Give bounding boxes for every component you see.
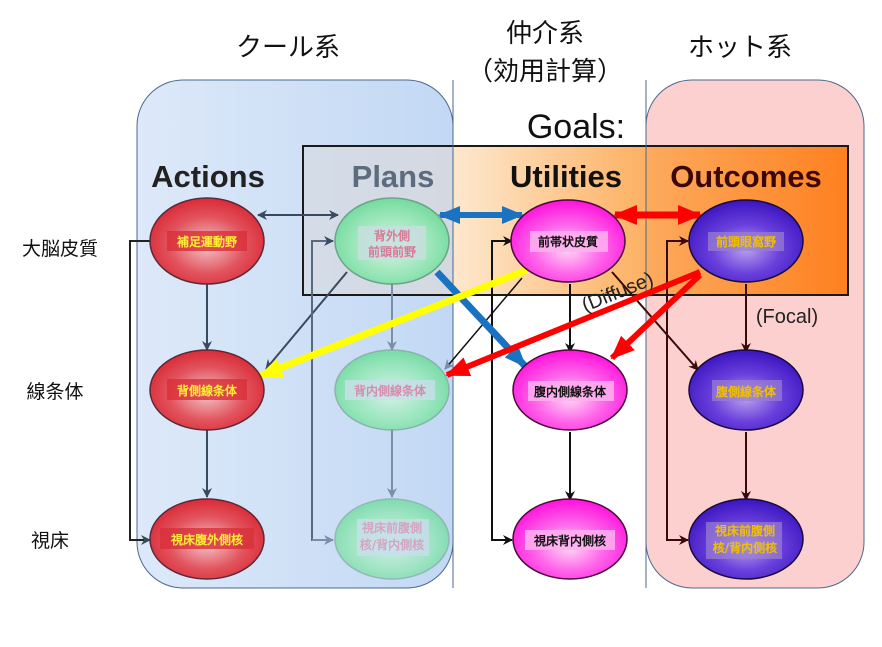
node-mediodorsal-thalamus[interactable]: 視床背内側核 [512,498,628,580]
actions-thalamocortical-loop [129,240,151,545]
node-plans-thalamus[interactable]: 視床前腹側 核/背内側核 [334,498,450,580]
column-utilities: Utilities [510,159,622,194]
node-label: 背側線条体 [177,383,238,398]
node-label-line1: 背外側 [374,228,410,243]
row-label-thalamus: 視床 [31,530,69,552]
node-orbitofrontal-cortex[interactable]: 前頭眼窩野 [688,199,804,283]
node-ventral-striatum[interactable]: 腹側線条体 [688,349,804,431]
node-label-line1: 視床前腹側 [361,520,422,535]
node-label: 視床腹外側核 [170,532,243,547]
node-label: 視床背内側核 [533,533,606,548]
node-label: 前帯状皮質 [538,234,598,249]
arrow-plans-cortex-to-dorsal-striatum [265,271,348,370]
column-outcomes: Outcomes [670,159,822,194]
goals-label: Goals: [527,108,625,146]
node-label: 背内側線条体 [354,383,427,398]
column-plans: Plans [352,159,435,194]
node-label-line2: 核/背内側核 [360,537,424,552]
node-label: 前頭眼窩野 [716,234,776,249]
yellow-arrow-acc-to-dorsal-striatum [258,266,529,380]
mediator-system-subtitle: （効用計算） [467,57,623,87]
column-actions: Actions [151,159,265,194]
node-label-line2: 前頭前野 [368,244,416,259]
node-anterior-cingulate-cortex[interactable]: 前帯状皮質 [510,199,626,283]
red-arrow-ofc-to-ventromedial-striatum [609,272,703,361]
red-arrow-ofc-to-dorsomedial-striatum [445,269,702,378]
node-ventromedial-striatum[interactable]: 腹内側線条体 [512,349,628,431]
node-dorsolateral-prefrontal-cortex[interactable]: 背外側 前頭前野 [334,197,450,285]
cool-system-title: クール系 [236,33,340,63]
node-label-line1: 視床前腹側 [714,523,775,538]
node-label: 腹側線条体 [716,384,777,399]
node-dorsal-striatum[interactable]: 背側線条体 [149,349,265,431]
node-label-line2: 核/背内側核 [713,540,777,555]
node-ventrolateral-thalamus[interactable]: 視床腹外側核 [149,498,265,580]
mediator-system-title: 仲介系 [506,19,584,49]
node-label: 補足運動野 [176,234,237,249]
node-dorsomedial-striatum[interactable]: 背内側線条体 [334,349,450,431]
row-label-striatum: 線条体 [26,381,83,403]
node-supplementary-motor-area[interactable]: 補足運動野 [149,197,265,285]
hot-system-title: ホット系 [688,33,792,63]
node-outcomes-thalamus[interactable]: 視床前腹側 核/背内側核 [688,498,804,580]
focal-annotation: (Focal) [756,306,818,328]
goals-box-border [302,145,849,296]
node-label: 腹内側線条体 [534,384,607,399]
row-label-cortex: 大脳皮質 [22,238,98,260]
